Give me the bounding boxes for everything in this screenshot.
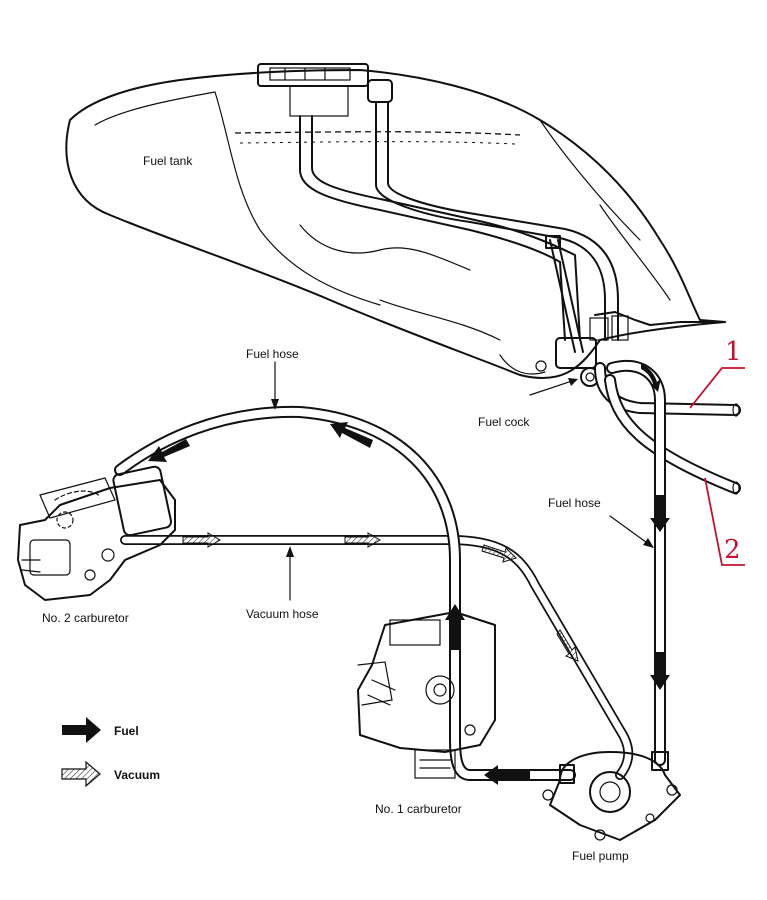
label-fuel-hose-right: Fuel hose [548, 496, 601, 510]
fuel-arrow [330, 422, 373, 448]
legend-vacuum-arrow-icon [61, 760, 101, 788]
label-fuel-tank: Fuel tank [143, 154, 193, 168]
fuel-tank [65, 63, 726, 380]
label-fuel-cock: Fuel cock [478, 415, 530, 429]
label-carburetor-no2: No. 2 carburetor [42, 611, 129, 625]
vacuum-arrow [182, 532, 221, 548]
fuel-hose-pump-to-carbs [114, 405, 576, 781]
fuel-arrow [650, 495, 670, 532]
carburetor-no1 [357, 611, 496, 779]
legend-fuel-arrow-icon [62, 717, 101, 743]
fuel-arrow [641, 363, 661, 392]
fuel-arrow [148, 439, 190, 462]
fuel-arrow [445, 604, 465, 650]
callout-2: 2 [724, 535, 741, 565]
fuel-flow-arrows [148, 363, 670, 785]
legend: Fuel Vacuum [61, 717, 160, 788]
label-carburetor-no1: No. 1 carburetor [375, 802, 462, 816]
fuel-cock [529, 235, 600, 396]
vacuum-hose [120, 535, 634, 780]
label-vacuum-hose: Vacuum hose [246, 607, 319, 621]
red-callouts: 1 2 [689, 337, 745, 566]
callout-1: 1 [725, 337, 742, 367]
carburetor-no2 [17, 465, 176, 601]
legend-vacuum-label: Vacuum [114, 768, 160, 782]
fuel-arrow [650, 652, 670, 690]
vacuum-arrow [556, 629, 579, 662]
fuel-pump [542, 751, 681, 841]
vacuum-flow-arrows [182, 532, 579, 662]
leader-lines [271, 361, 654, 601]
overflow-hoses [594, 362, 741, 495]
label-fuel-hose-top: Fuel hose [246, 347, 299, 361]
vacuum-arrow [344, 532, 381, 548]
legend-fuel-label: Fuel [114, 724, 139, 738]
label-fuel-pump: Fuel pump [572, 849, 629, 863]
vacuum-arrow [481, 544, 517, 563]
fuel-arrow [484, 765, 530, 785]
